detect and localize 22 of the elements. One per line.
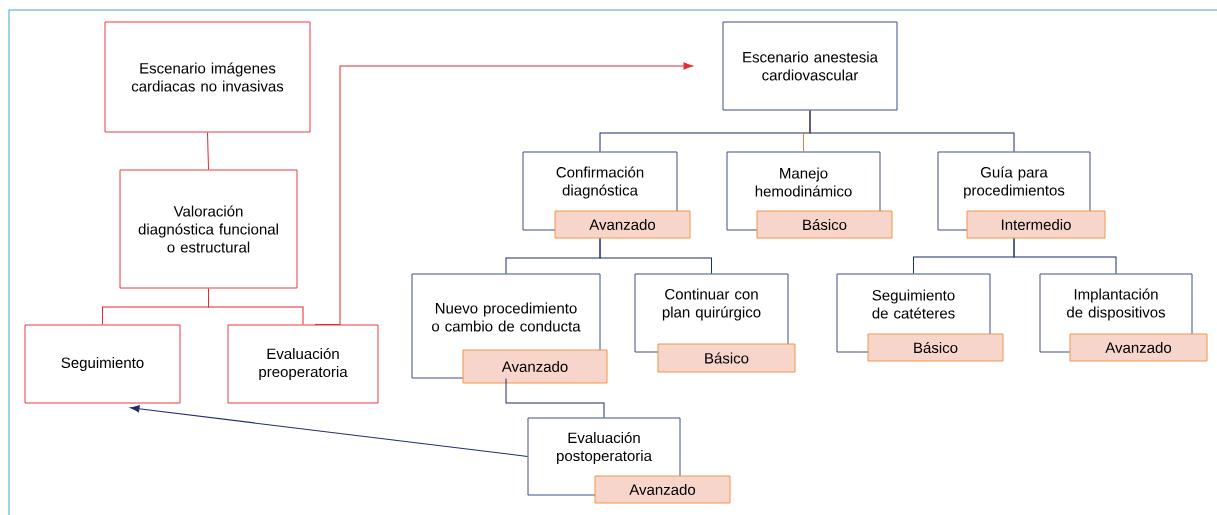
process-box: Valoración diagnóstica funcional o estructural (119, 169, 298, 289)
arrow (130, 405, 529, 457)
connector-line (208, 287, 304, 326)
process-box: Continuar con plan quirúrgico (634, 273, 789, 353)
level-tag: Básico (756, 210, 893, 239)
level-tag: Avanzado (594, 475, 731, 504)
level-tag: Avanzado (554, 210, 691, 239)
level-tag: Básico (657, 343, 796, 373)
process-box: Seguimiento (24, 324, 181, 404)
process-box: Escenario anestesia cardiovascular (722, 21, 898, 111)
connector-line (505, 377, 605, 419)
process-box: Evaluación preoperatoria (227, 324, 379, 404)
level-tag: Avanzado (1069, 333, 1208, 362)
connector-line (599, 237, 712, 275)
connector-line (1013, 237, 1117, 275)
level-tag: Avanzado (462, 349, 608, 384)
connector-line (809, 109, 1015, 153)
level-tag: Intermedio (966, 210, 1106, 239)
connector-line (207, 131, 209, 171)
process-box: Escenario imágenes cardiacas no invasivas (104, 21, 311, 133)
level-tag: Básico (867, 333, 1004, 362)
arrow (314, 62, 693, 326)
